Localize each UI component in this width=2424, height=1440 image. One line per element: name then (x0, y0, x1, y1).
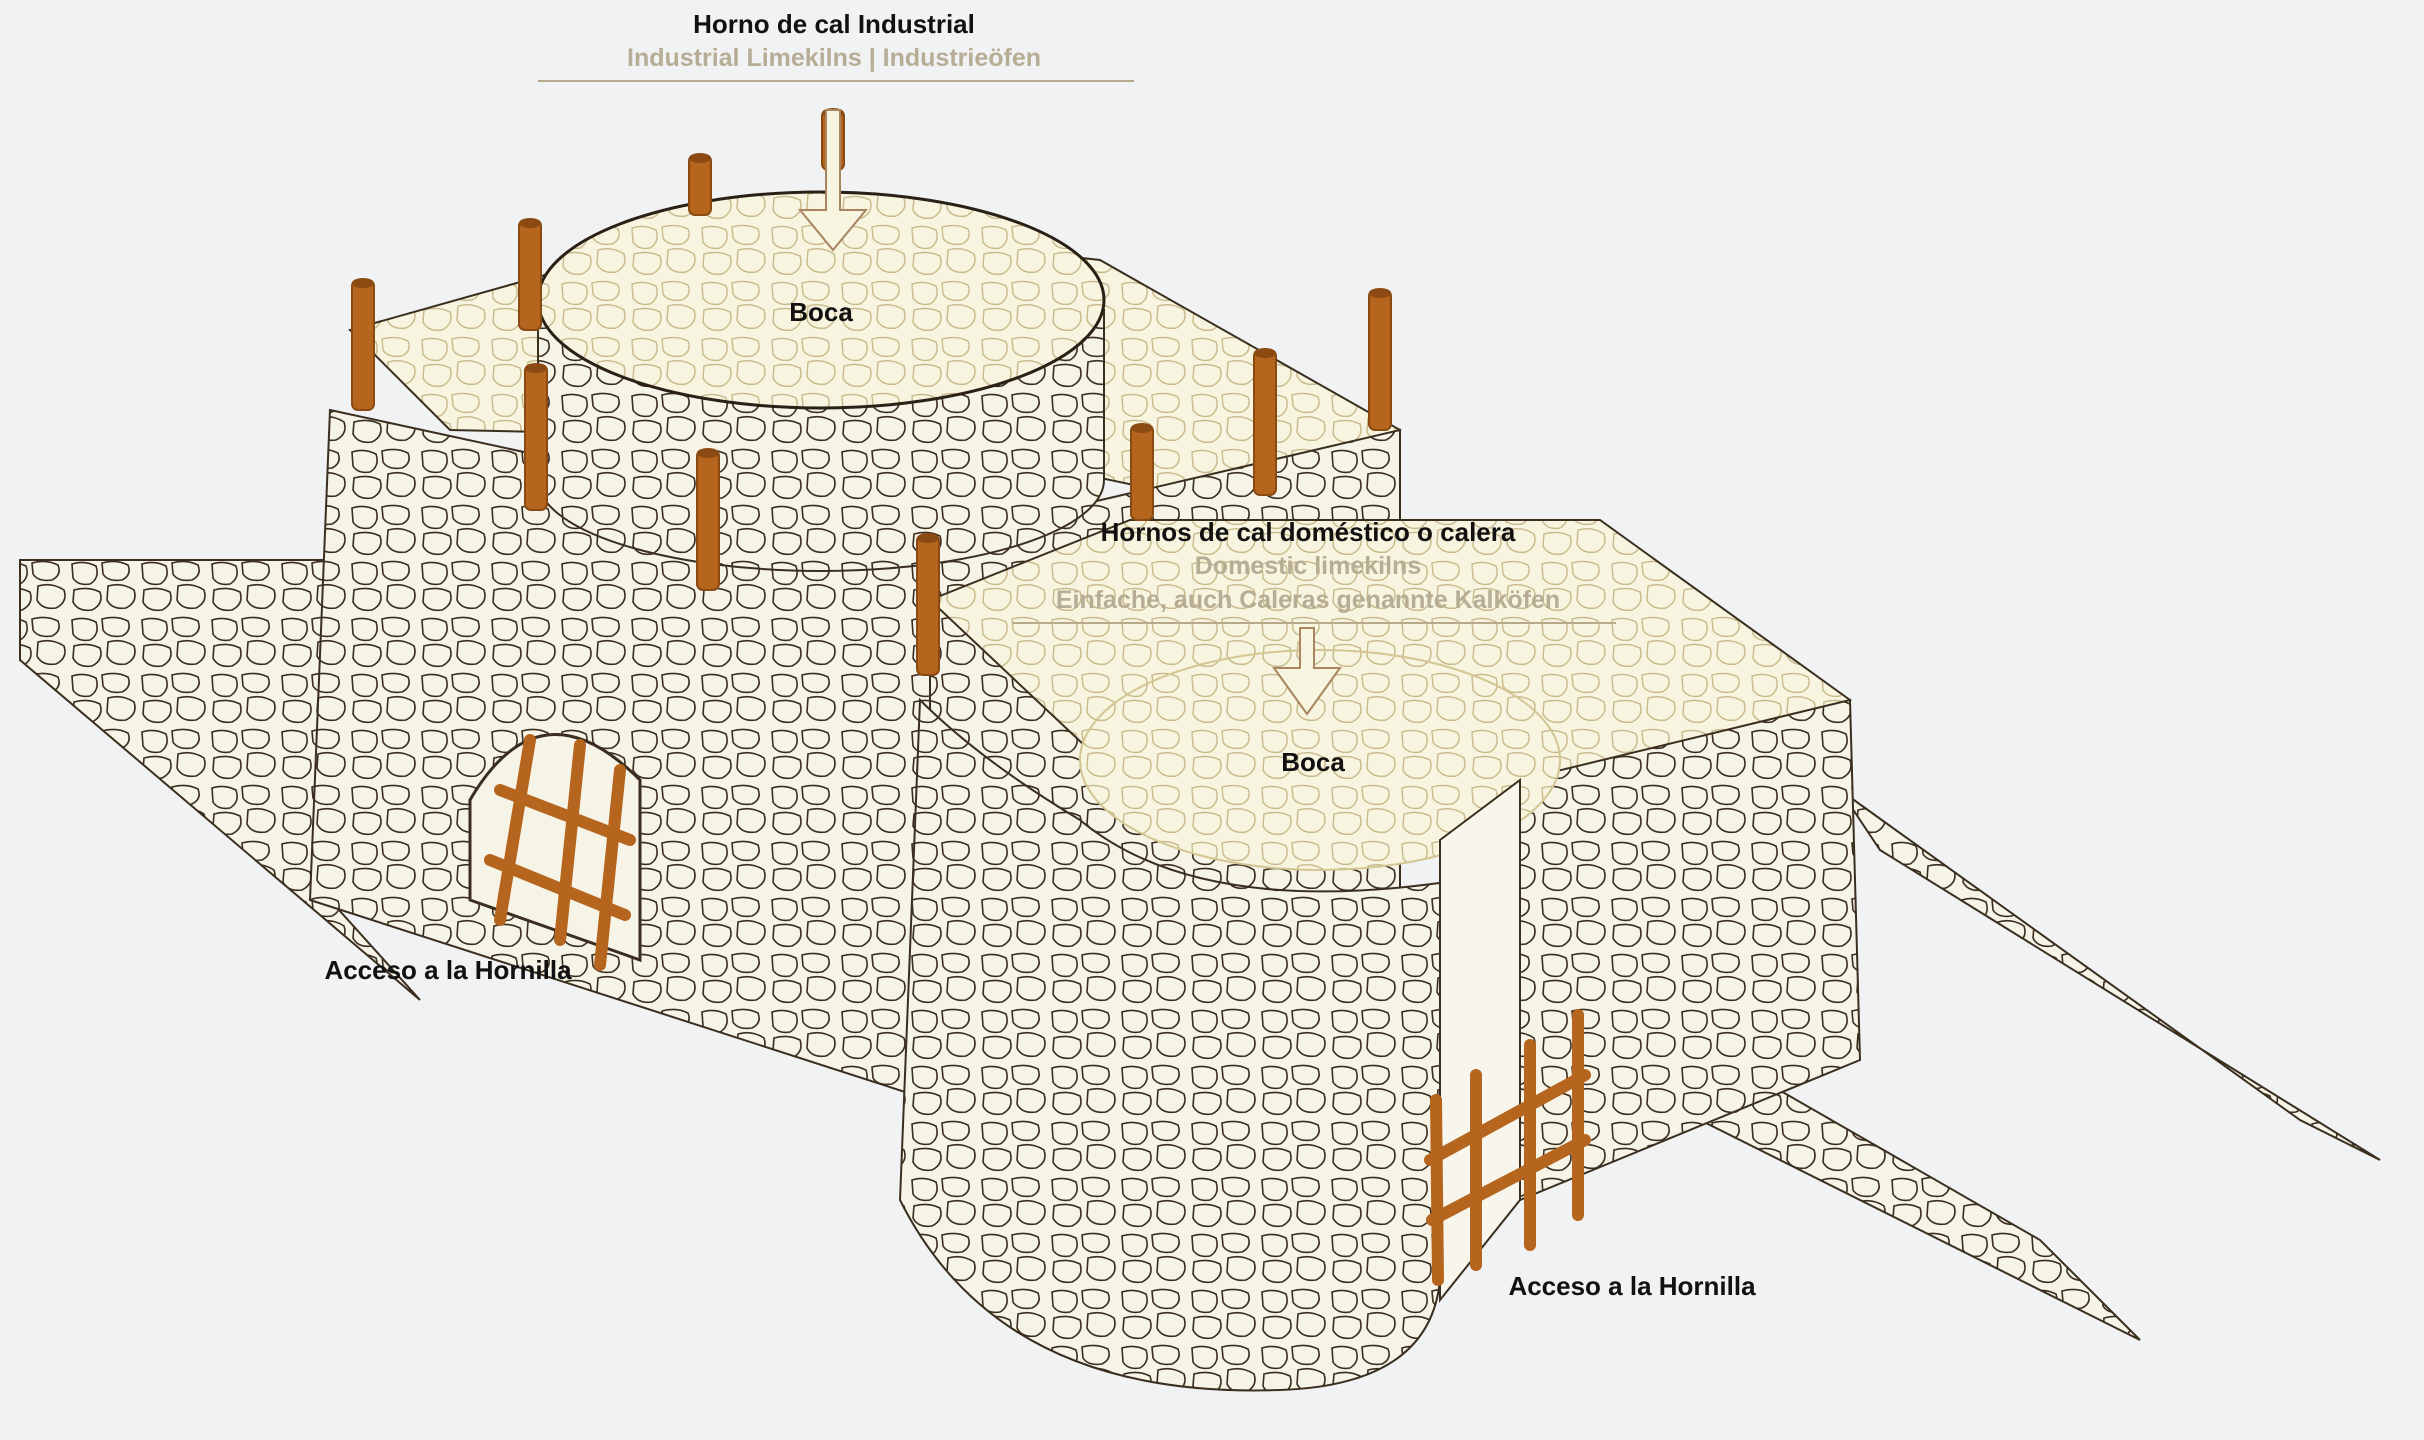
wooden-post (1130, 424, 1154, 521)
right-ramp-upper (1839, 789, 2381, 1161)
wooden-post (518, 219, 542, 331)
industrial-subtitle: Industrial Limekilns | Industrieöfen (626, 44, 1042, 72)
wooden-post-cap (697, 448, 719, 458)
industrial-mouth-label: Boca (789, 297, 853, 327)
domestic-access-label: Acceso a la Hornilla (1508, 1271, 1756, 1301)
domestic-subtitle-en: Domestic limekilns (1194, 552, 1422, 580)
wooden-post (1368, 289, 1392, 431)
domestic-grate (1424, 1009, 1591, 1286)
industrial-access-label: Acceso a la Hornilla (324, 955, 572, 985)
domestic-rule (1012, 622, 1616, 624)
wooden-post (688, 154, 712, 216)
wooden-post-cap (1369, 288, 1391, 298)
wooden-post (524, 364, 548, 511)
wooden-post (696, 449, 720, 591)
industrial-title: Horno de cal Industrial (693, 9, 975, 39)
wooden-post-cap (689, 153, 711, 163)
domestic-mouth-label: Boca (1281, 747, 1345, 777)
wooden-post (916, 534, 940, 676)
domestic-kiln-mouth (1079, 649, 1561, 871)
domestic-arrow (1272, 627, 1342, 716)
wooden-post-cap (352, 278, 374, 288)
wooden-post-cap (1254, 348, 1276, 358)
industrial-grate (484, 734, 636, 971)
wooden-post (1253, 349, 1277, 496)
wooden-post-cap (917, 533, 939, 543)
wooden-post-cap (519, 218, 541, 228)
wooden-post (351, 279, 375, 411)
industrial-arrow (797, 109, 869, 252)
industrial-rule (538, 80, 1134, 82)
domestic-subtitle-de: Einfache, auch Caleras genannte Kalköfen (1055, 586, 1561, 614)
wooden-post-cap (1131, 423, 1153, 433)
wooden-post-cap (525, 363, 547, 373)
domestic-title: Hornos de cal doméstico o calera (1100, 517, 1516, 547)
